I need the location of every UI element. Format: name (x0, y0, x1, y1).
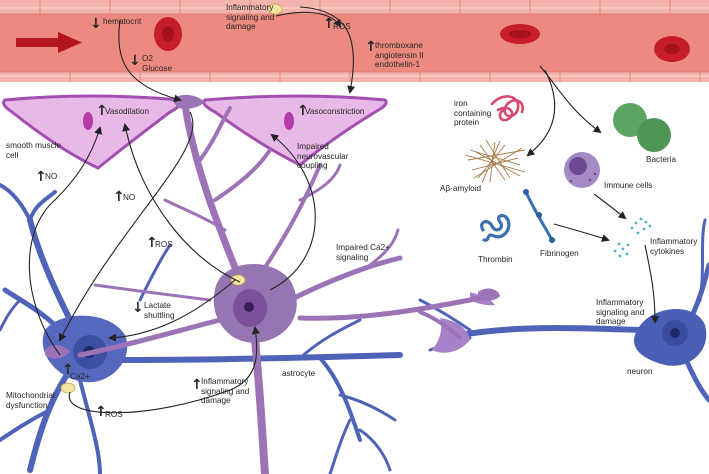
label-amyloid: Aβ-amyloid (440, 184, 482, 193)
down-arrow-icon: ↓ (132, 300, 144, 316)
pathway-arrows (28, 6, 659, 414)
label-impaired-coupling: Impaired neurovascular coupling (297, 142, 349, 171)
label-bacteria: Bacteria (646, 155, 677, 164)
smooth-muscle-cell-right (202, 94, 388, 167)
thrombin (480, 213, 511, 242)
label-no-left: NO (45, 172, 58, 181)
label-vasoconstriction: Vasoconstriction (305, 107, 365, 116)
down-arrow-icon: ↓ (129, 53, 141, 69)
bacteria (613, 103, 671, 152)
label-ros-top: ROS (333, 22, 351, 31)
label-hematocrit: hematocrit (103, 17, 142, 26)
label-mitochondrial-dysfunction: Mitochondrial dysfunction (6, 391, 55, 410)
label-no-center: NO (123, 193, 136, 202)
label-ros-bottom: ROS (105, 410, 123, 419)
up-arrow-icon: ↑ (62, 362, 74, 378)
red-blood-cells (154, 17, 690, 62)
down-arrow-icon: ↓ (90, 16, 102, 32)
label-smooth-muscle-cell: smooth muscle cell (6, 141, 62, 160)
label-inflammatory-top: Inflammatory signaling and damage (226, 3, 275, 32)
label-inflammatory-right: Inflammatory signaling and damage (596, 298, 645, 327)
label-vasoactive: thromboxane angiotensin II endothelin-1 (375, 41, 424, 70)
label-neuron: neuron (627, 367, 653, 376)
up-arrow-icon: ↑ (191, 377, 203, 393)
up-arrow-icon: ↑ (95, 404, 107, 420)
label-ca2: Ca2+ (70, 372, 90, 381)
label-iron-protein: iron containing protein (454, 99, 492, 128)
label-o2-glucose: O2 Glucose (142, 54, 173, 73)
up-arrow-icon: ↑ (365, 39, 377, 55)
label-fibrinogen: Fibrinogen (540, 249, 579, 258)
label-impaired-ca: Impaired Ca2+ signaling (336, 243, 390, 262)
smooth-muscle-cell-left (2, 94, 183, 170)
label-vasodilation: Vasodilation (105, 107, 149, 116)
label-thrombin: Thrombin (478, 255, 513, 264)
label-inflammatory-bottom: Inflammatory signaling and damage (201, 377, 250, 406)
fibrinogen (523, 189, 555, 243)
up-arrow-icon: ↑ (146, 235, 158, 251)
iron-containing-protein (490, 95, 524, 122)
label-lactate: Lactate shuttling (144, 301, 175, 320)
label-inflammatory-cytokines: Inflammatory cytokines (650, 237, 698, 256)
mitochondria (60, 3, 283, 394)
label-immune-cells: Immune cells (604, 181, 653, 190)
neuron-right-soma (634, 308, 707, 366)
blood-vessel (0, 0, 709, 82)
up-arrow-icon: ↑ (297, 103, 309, 119)
cytokine-dots (613, 217, 652, 258)
up-arrow-icon: ↑ (323, 16, 335, 32)
label-astrocyte: astrocyte (282, 369, 316, 378)
immune-cell (564, 152, 600, 188)
label-ros-mid: ROS (155, 240, 173, 249)
up-arrow-icon: ↑ (96, 103, 108, 119)
up-arrow-icon: ↑ (113, 189, 125, 205)
blood-flow-arrow (16, 32, 82, 53)
up-arrow-icon: ↑ (35, 169, 47, 185)
amyloid-fibrils (464, 139, 526, 184)
